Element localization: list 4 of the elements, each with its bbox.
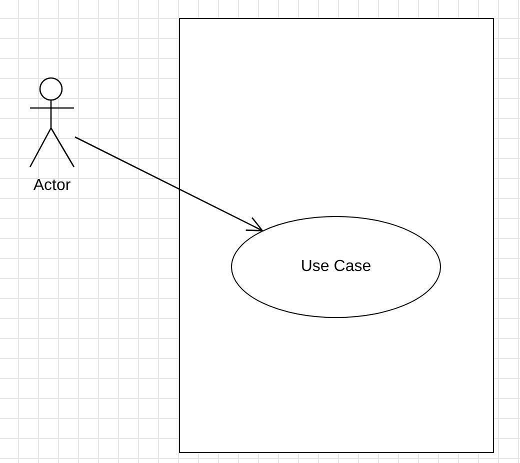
system-boundary-box bbox=[179, 18, 494, 453]
association-arrow bbox=[74, 136, 264, 232]
actor-label: Actor bbox=[32, 177, 72, 195]
use-case-label: Use Case bbox=[300, 258, 372, 276]
